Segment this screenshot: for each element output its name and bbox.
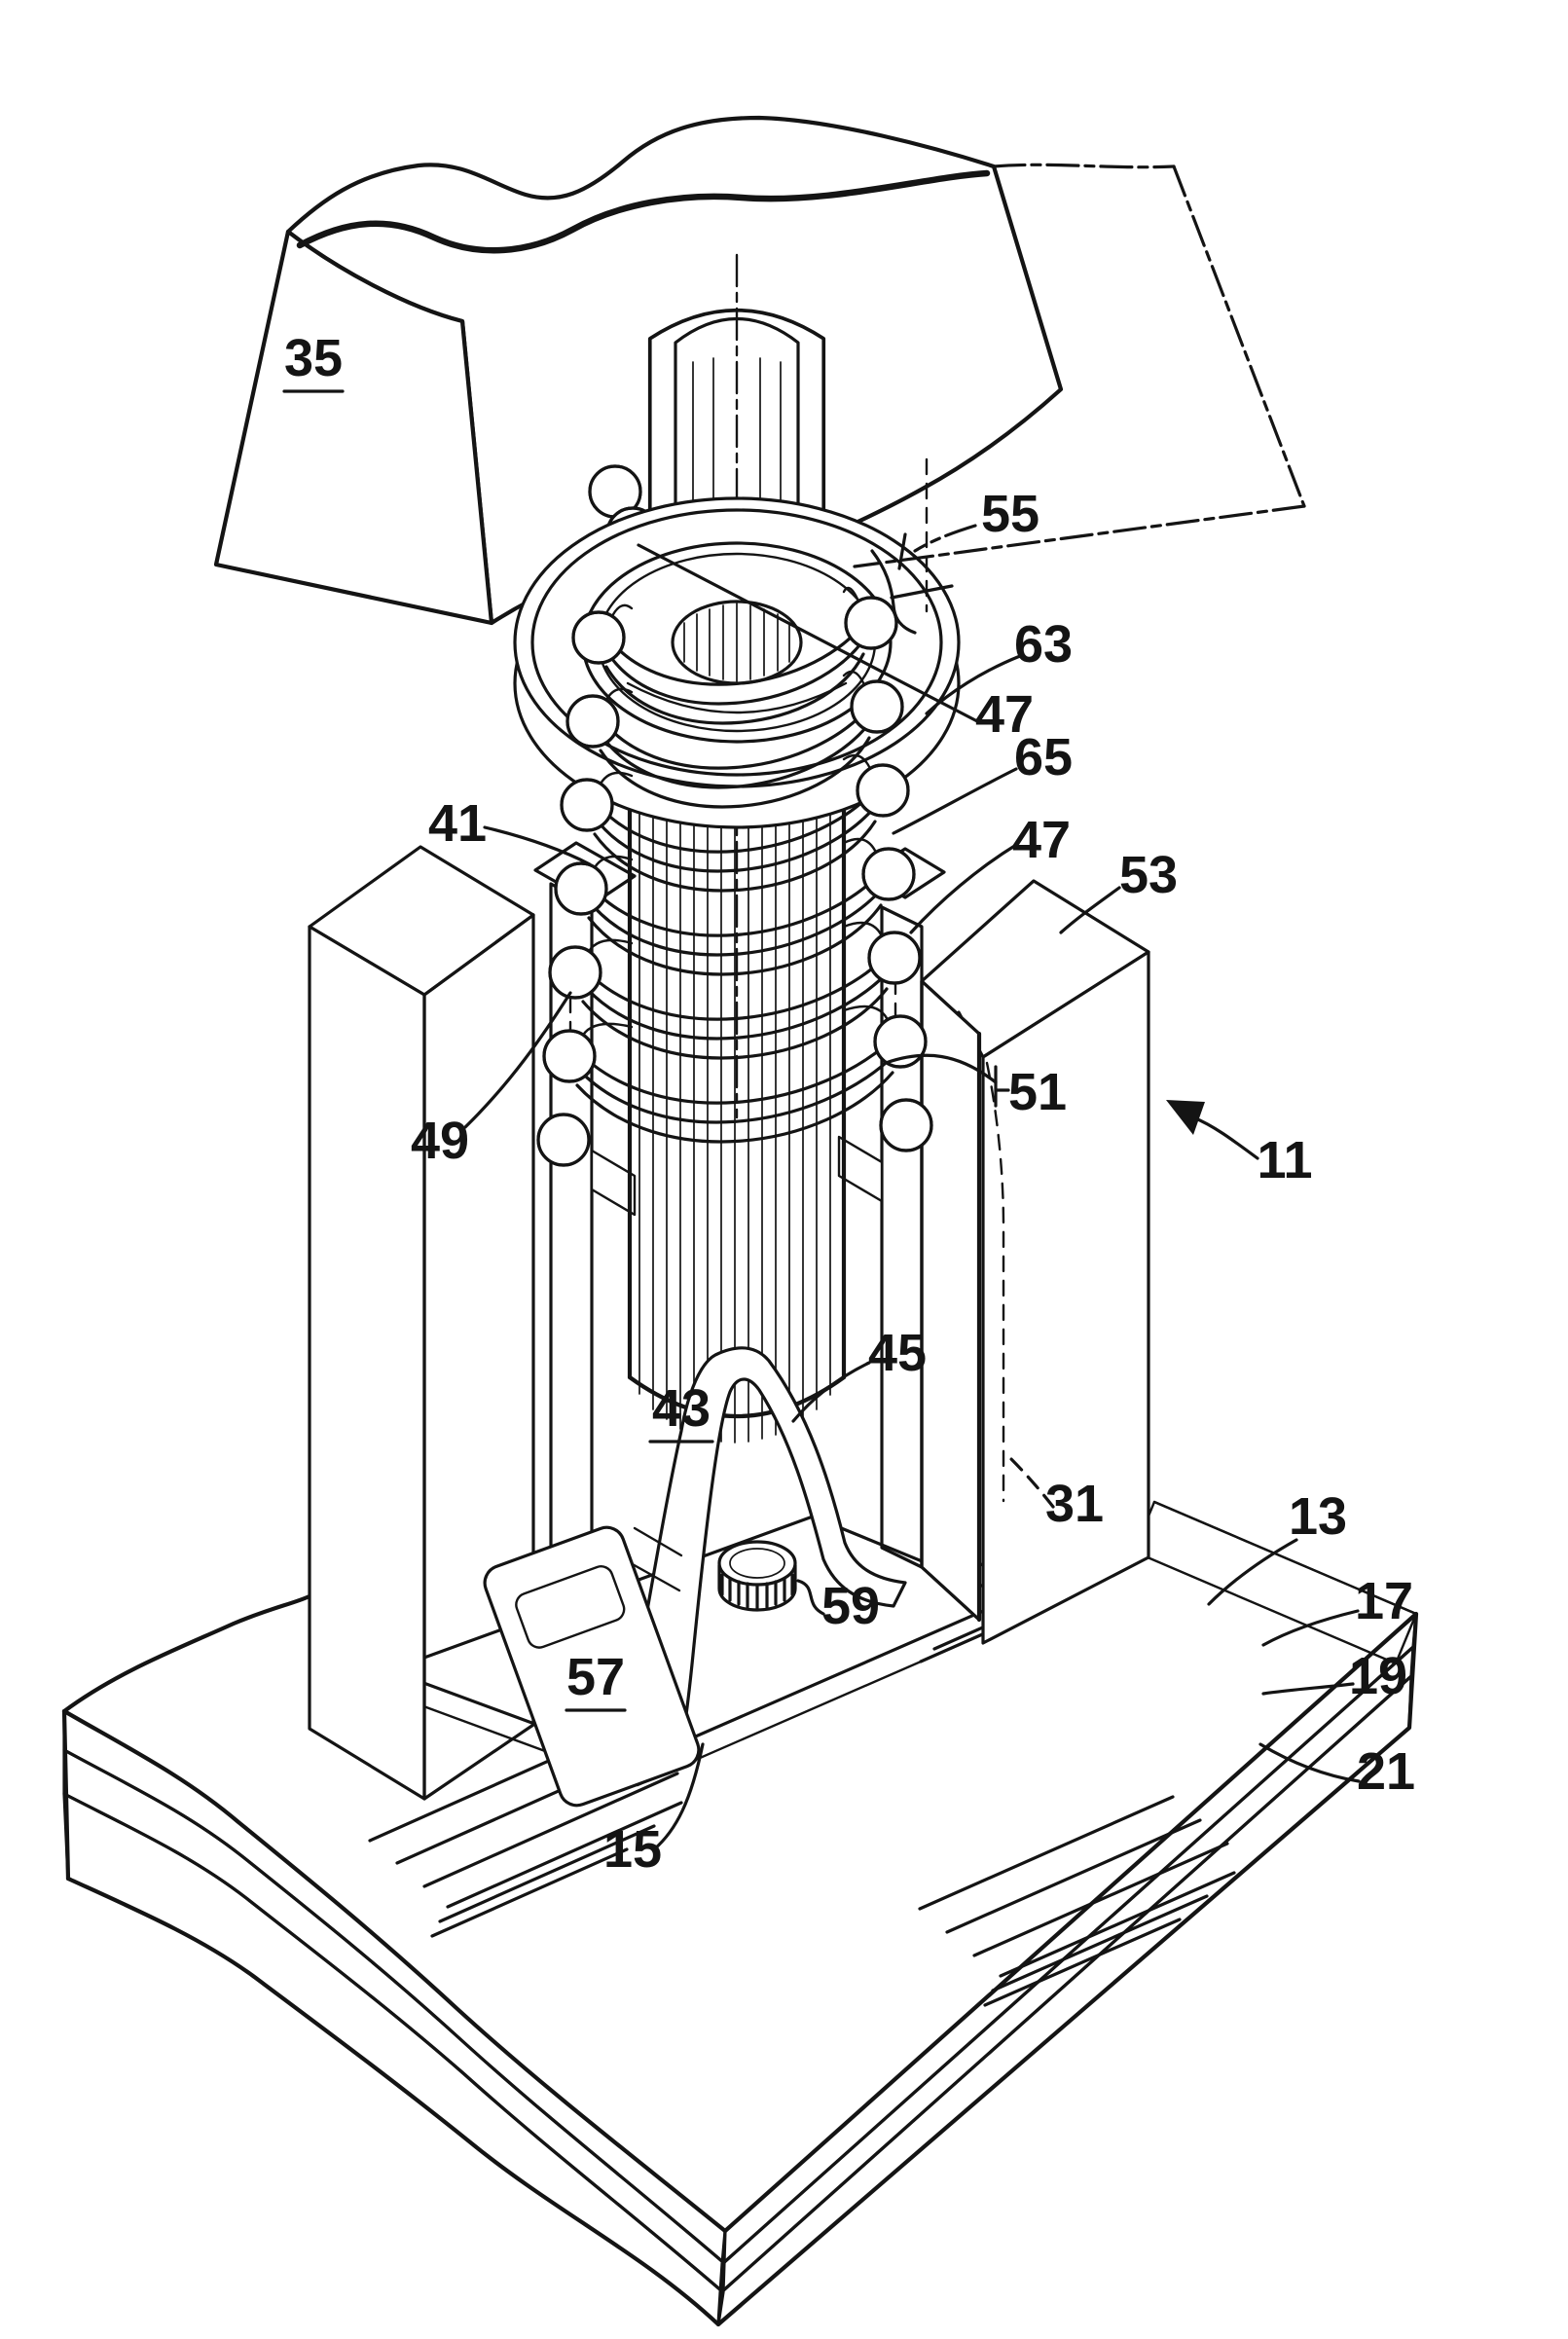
ref-label-17: 17 [1355,1572,1413,1630]
reference-labels: 35 55 63 47 65 41 47 53 51 11 49 45 43 3… [282,329,1415,1879]
cap-knurl [720,1573,794,1610]
ground-back-edge-left [61,1593,312,1714]
layer-divider [62,1748,726,2265]
right-seat-channel [880,905,924,1569]
ref-label-57: 57 [566,1648,625,1706]
ref-label-41: 41 [428,794,487,853]
right-post-base [920,979,981,1622]
leader-41 [483,825,592,866]
leader-21 [1258,1742,1361,1783]
leader-51 [884,1053,998,1084]
ref-label-65: 65 [1014,728,1073,786]
bracket-slot [515,1565,626,1649]
ref-label-15: 15 [603,1820,662,1879]
ref-label-19: 19 [1349,1647,1407,1705]
phantom-diagonal [853,504,1306,568]
layer-divider [720,1645,1415,2266]
pile-shaft [627,679,847,1444]
phantom-step [870,549,917,635]
left-seat-foot [590,1149,637,1217]
coil-turn-3 [587,779,885,893]
ref-label-51: 51 [1008,1063,1067,1121]
shaft-shading [638,729,831,1444]
coil-turn-5 [575,946,896,1060]
coil-turn-2 [593,695,879,809]
anchor-cap [717,1540,797,1612]
ref-label-21: 21 [1357,1742,1415,1801]
shaft-bottom-rim [627,1374,847,1419]
ref-label-45: 45 [868,1324,927,1382]
strap-left-foot-steps [629,1526,683,1592]
leader-13 [1207,1538,1298,1606]
anchor-strap [621,1346,907,1749]
leader-55 [913,524,977,553]
ref-label-13: 13 [1289,1487,1347,1546]
coil-back-stubs-left [579,603,634,1041]
leader-45 [791,1361,871,1423]
leader-51-tick [994,1065,1010,1108]
coil-turn-6 [569,1030,902,1144]
arrow-11-shaft [1191,1115,1259,1160]
phantom-lines [853,163,1306,635]
layer-divider [718,1674,1413,2295]
leader-15 [652,1742,705,1851]
housing-posts [308,841,1150,1801]
block-break-line [296,169,991,254]
ref-label-11: 11 [1257,1131,1312,1189]
ref-label-63: 63 [1014,615,1073,674]
slab-left-tip-edge [61,1708,71,1882]
right-seat-foot [837,1135,884,1203]
strap-band [621,1346,907,1749]
anchor-bracket [483,1525,701,1808]
coil-turn-4 [581,862,891,976]
leader-55-tick [897,532,907,570]
leader-47-upper [637,543,981,724]
leader-31 [1008,1456,1055,1509]
coil-back-stubs-right [842,586,891,1024]
left-post-outer-face [308,925,426,1801]
collar-outer-rim-2 [530,508,943,777]
coil-spring [536,586,933,1167]
ref-label-59: 59 [821,1577,880,1635]
torn-front-edge [61,1708,728,2234]
ref-label-47-upper: 47 [975,685,1034,744]
hidden-line-31 [985,1061,1005,1503]
ref-label-55: 55 [981,485,1039,543]
ram-rod-shading [692,357,782,591]
phantom-top [992,163,1176,169]
leader-47-lower [909,843,1018,934]
ref-label-49: 49 [411,1112,469,1170]
ref-label-43: 43 [652,1379,711,1438]
leader-17 [1261,1609,1360,1647]
leader-53 [1059,886,1121,934]
leader-19 [1261,1682,1355,1696]
leader-49 [463,991,572,1129]
layer-divider [62,1792,725,2294]
washer-lip [626,681,848,714]
slab-front-right-edges [715,1611,1419,2327]
cap-top-inner [729,1548,785,1579]
arrow-11-head [1166,1100,1205,1135]
leader-59 [796,1579,825,1616]
phantom-tick [890,584,954,600]
leader-63 [925,654,1022,715]
torn-bottom-edge [65,1876,721,2327]
coil-turns [569,586,902,1144]
left-post-section-face [422,913,535,1801]
leader-65 [892,767,1018,835]
ref-label-31: 31 [1045,1475,1104,1533]
right-post-outer-face [981,950,1150,1645]
block-front-face [213,229,494,626]
hub-bore-hatch [683,603,790,682]
surface-strip-inner-edge [1133,1551,1397,1664]
leader-lines [463,524,1361,1851]
phantom-right-edge [1172,164,1306,508]
coil-turn-1 [599,611,873,725]
ref-label-47-lower: 47 [1012,811,1071,869]
ref-label-35: 35 [284,329,343,387]
ref-label-53: 53 [1119,846,1178,904]
